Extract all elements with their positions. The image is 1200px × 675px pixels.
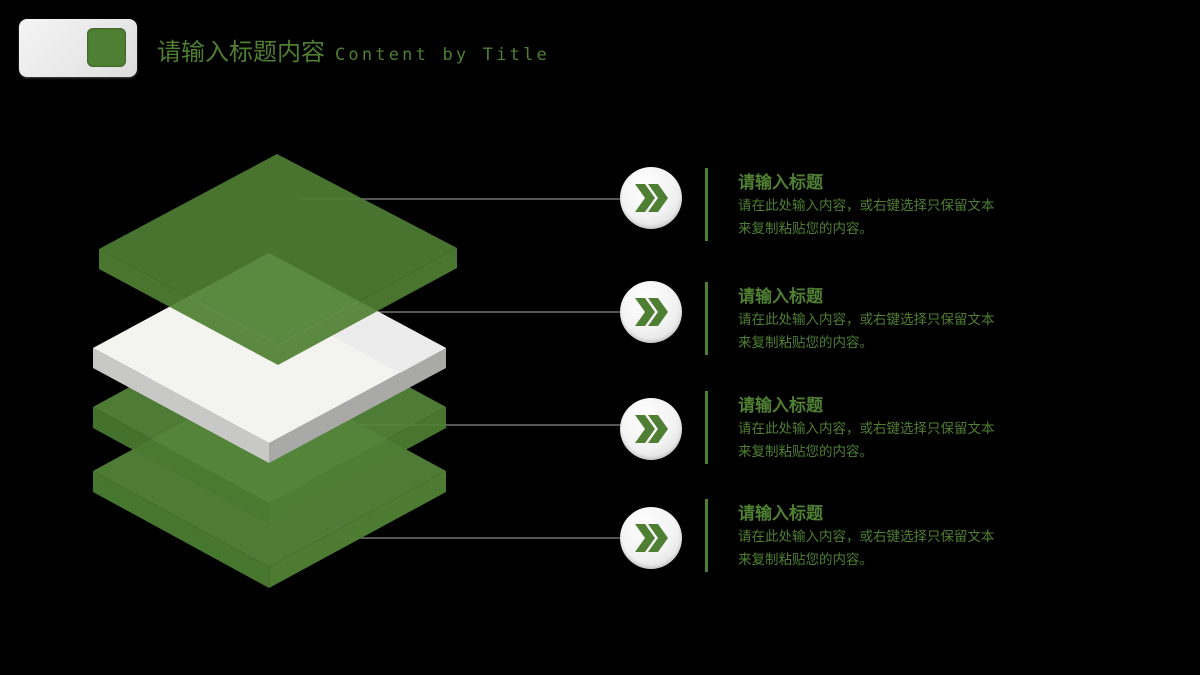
item-4-desc-line2: 来复制粘贴您的内容。 bbox=[738, 552, 873, 568]
item-2-desc-line1: 请在此处输入内容，或右键选择只保留文本 bbox=[738, 312, 995, 328]
layer-1 bbox=[99, 154, 457, 365]
item-1-divider bbox=[705, 168, 708, 241]
item-4-desc: 请在此处输入内容，或右键选择只保留文本 来复制粘贴您的内容。 bbox=[738, 526, 1038, 572]
item-2-desc: 请在此处输入内容，或右键选择只保留文本 来复制粘贴您的内容。 bbox=[738, 309, 1038, 355]
item-4-divider bbox=[705, 499, 708, 572]
item-3-divider bbox=[705, 391, 708, 464]
item-4-title: 请输入标题 bbox=[738, 504, 823, 524]
item-1-desc-line1: 请在此处输入内容，或右键选择只保留文本 bbox=[738, 198, 995, 214]
item-1-desc: 请在此处输入内容，或右键选择只保留文本 来复制粘贴您的内容。 bbox=[738, 195, 1038, 241]
item-3-title: 请输入标题 bbox=[738, 396, 823, 416]
double-chevron-right-icon bbox=[635, 415, 668, 443]
item-1-circle-button[interactable] bbox=[620, 167, 682, 229]
item-1-desc-line2: 来复制粘贴您的内容。 bbox=[738, 221, 873, 237]
logo-green-square bbox=[87, 28, 126, 67]
item-3-desc-line2: 来复制粘贴您的内容。 bbox=[738, 444, 873, 460]
double-chevron-right-icon bbox=[635, 184, 668, 212]
page-title: 请输入标题内容 Content by Title bbox=[157, 36, 550, 71]
page-title-en: Content by Title bbox=[335, 45, 550, 65]
item-3-desc: 请在此处输入内容，或右键选择只保留文本 来复制粘贴您的内容。 bbox=[738, 418, 1038, 464]
item-3-circle-button[interactable] bbox=[620, 398, 682, 460]
item-2-circle-button[interactable] bbox=[620, 281, 682, 343]
double-chevron-right-icon bbox=[635, 524, 668, 552]
item-4-circle-button[interactable] bbox=[620, 507, 682, 569]
page-title-cn: 请输入标题内容 bbox=[157, 38, 325, 66]
item-2-title: 请输入标题 bbox=[738, 287, 823, 307]
item-1-title: 请输入标题 bbox=[738, 173, 823, 193]
item-2-desc-line2: 来复制粘贴您的内容。 bbox=[738, 335, 873, 351]
item-2-divider bbox=[705, 282, 708, 355]
item-3-desc-line1: 请在此处输入内容，或右键选择只保留文本 bbox=[738, 421, 995, 437]
logo-badge bbox=[19, 19, 137, 77]
double-chevron-right-icon bbox=[635, 298, 668, 326]
item-4-desc-line1: 请在此处输入内容，或右键选择只保留文本 bbox=[738, 529, 995, 545]
